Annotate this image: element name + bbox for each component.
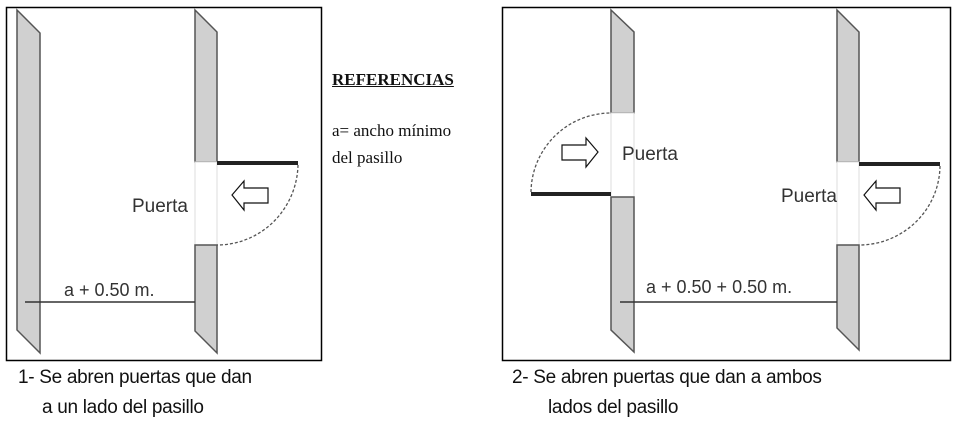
diagram2-frame (501, 6, 952, 362)
diagram2-wall-right (836, 8, 860, 352)
diagram2-caption-line1: 2- Se abren puertas que dan a ambos (512, 367, 822, 388)
diagram1-wall-right (194, 8, 218, 355)
diagram2-dimension-label: a + 0.50 + 0.50 m. (646, 277, 792, 297)
diagram2-door-label-right: Puerta (781, 186, 837, 207)
diagram2-door-swing-arc-left (530, 112, 612, 193)
diagram1-door-label: Puerta (132, 196, 188, 217)
diagram1-caption: 1- Se abren puertas que dan a un lado de… (18, 363, 252, 423)
diagram1-wall-left (16, 8, 41, 355)
diagram2-caption: 2- Se abren puertas que dan a ambos lado… (512, 363, 822, 423)
diagram2-caption-line2: lados del pasillo (548, 397, 679, 418)
diagram2-arrow-left-icon (863, 179, 901, 212)
diagram1-caption-line2: a un lado del pasillo (42, 397, 204, 418)
diagram1-caption-line1: 1- Se abren puertas que dan (18, 367, 252, 388)
references-line2: del pasillo (332, 148, 403, 167)
references-legend: REFERENCIAS a= ancho mínimo del pasillo (332, 70, 454, 171)
diagram2-wall-left (610, 8, 635, 354)
references-title: REFERENCIAS (332, 70, 454, 89)
diagram1-frame (5, 6, 323, 362)
diagram1-door-swing-arc (216, 164, 299, 246)
diagram2-arrow-right-icon (561, 136, 599, 169)
diagram2-door-swing-arc-right (858, 165, 941, 246)
diagram1-dimension-label: a + 0.50 m. (64, 280, 155, 300)
diagram2-door-label-left: Puerta (622, 144, 678, 165)
references-line1: a= ancho mínimo (332, 121, 452, 140)
diagram1-arrow-left-icon (231, 179, 269, 212)
references-body: a= ancho mínimo del pasillo (332, 117, 454, 171)
